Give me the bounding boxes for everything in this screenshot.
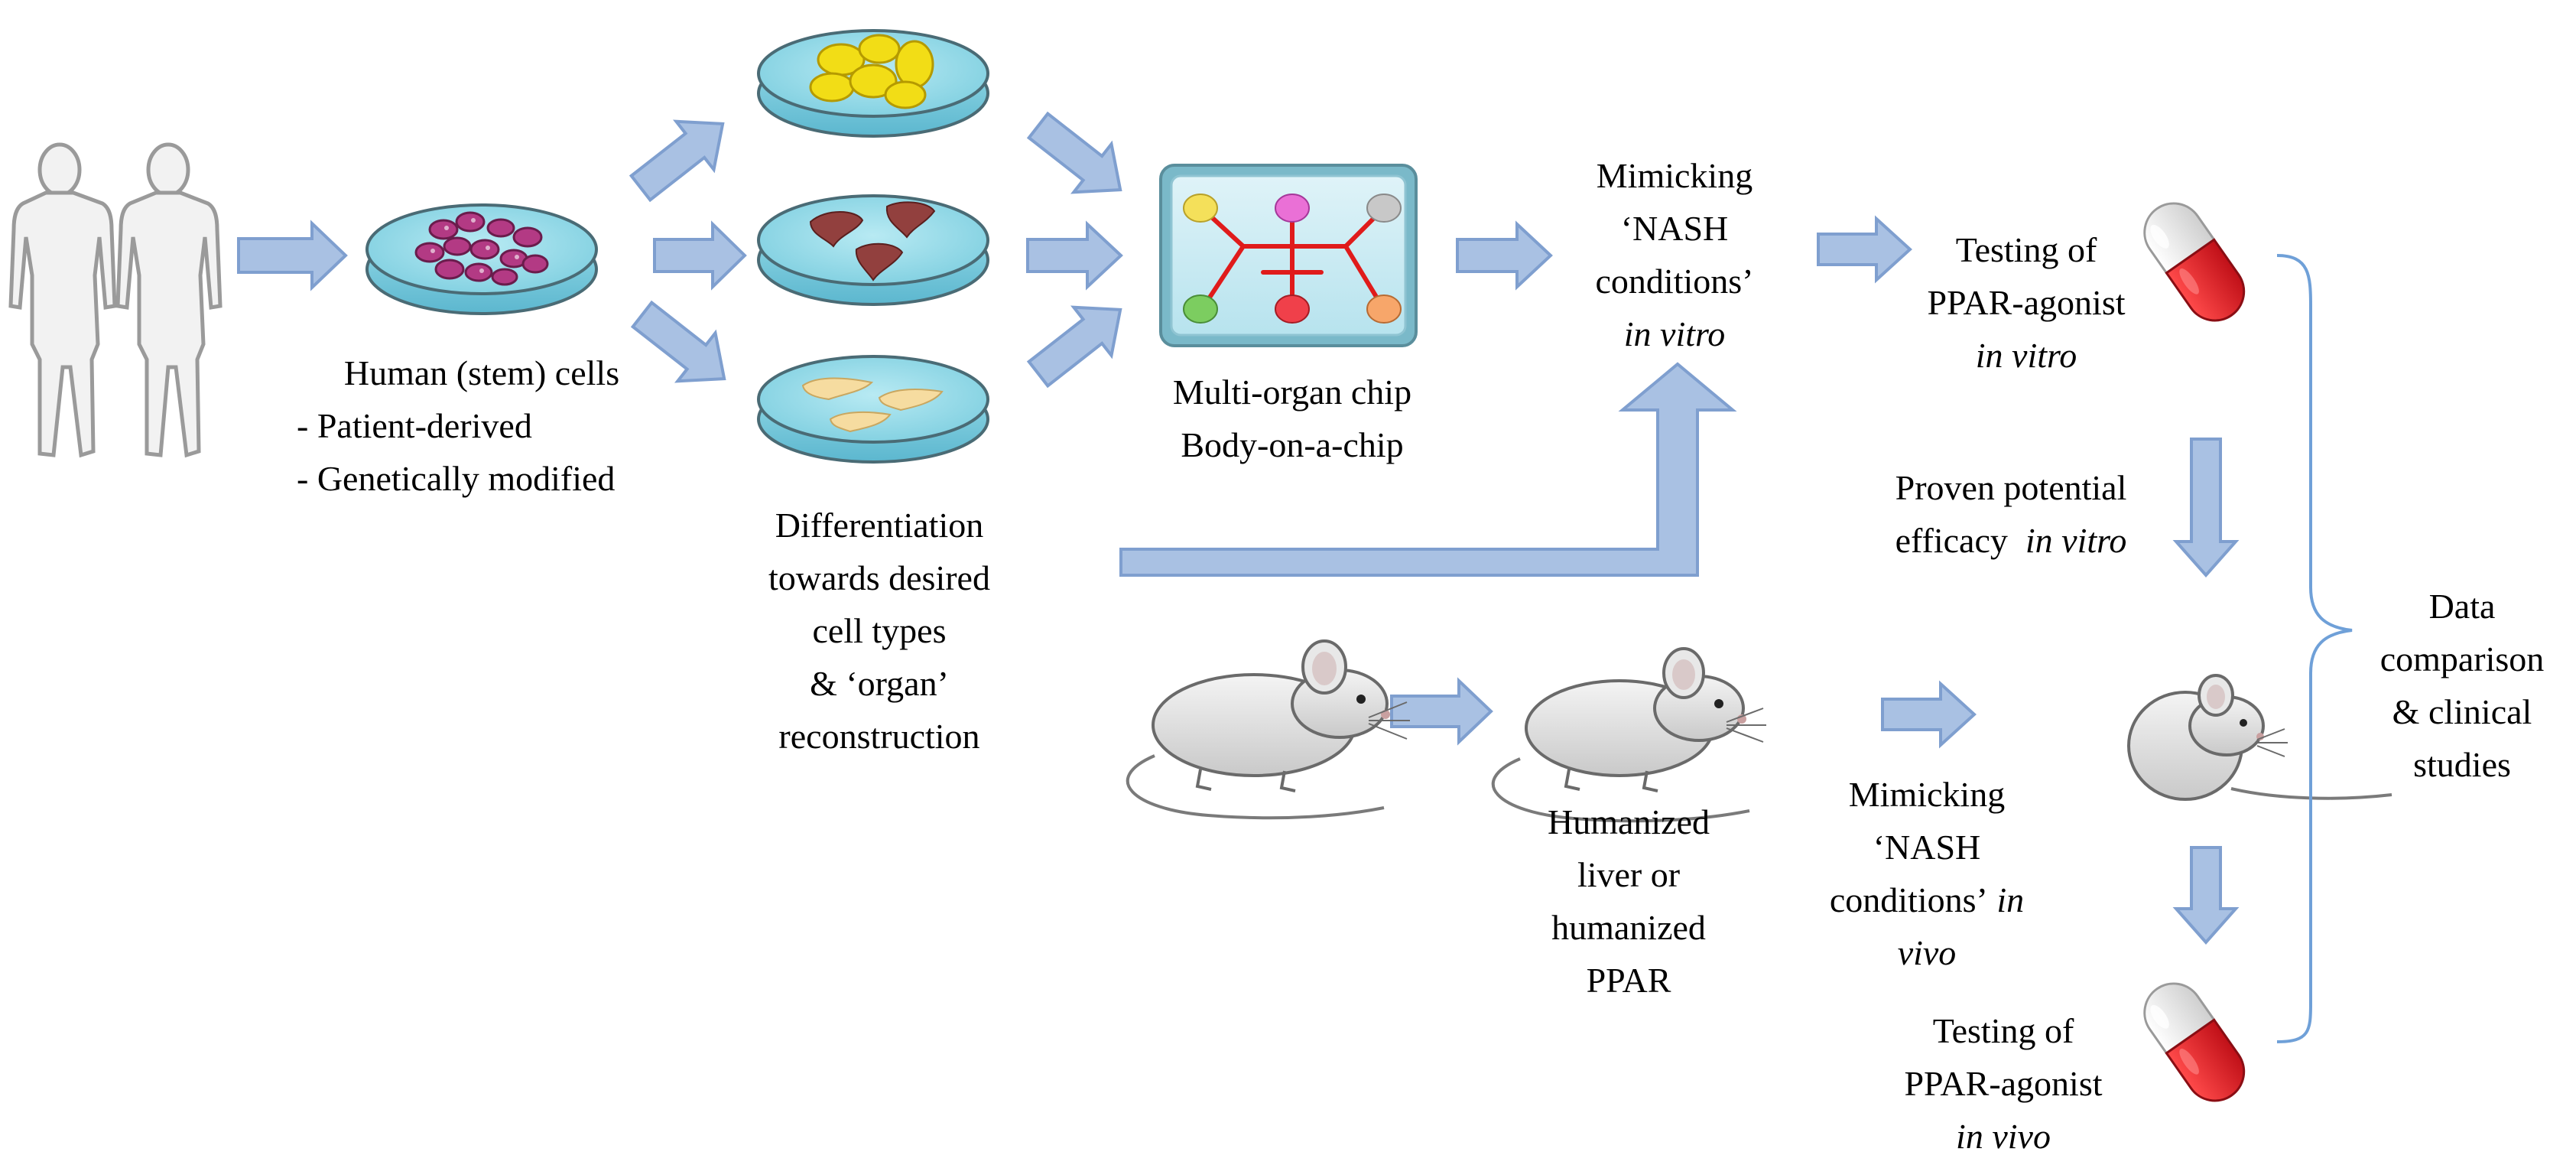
flow-arrow-liver-to-chip xyxy=(1026,220,1123,291)
testing-vivo-line-2: PPAR-agonist xyxy=(1904,1064,2103,1103)
nash-vitro-line-2: ‘NASH xyxy=(1620,209,1729,248)
grouping-brace xyxy=(2276,254,2353,1043)
nash-vivo-line-3b: in xyxy=(1996,880,2025,919)
nash-mouse-icon xyxy=(2127,674,2392,801)
wildtype-mouse-icon xyxy=(1126,639,1410,820)
differentiation-line-1: Differentiation xyxy=(775,506,984,545)
humanized-line-1: Humanized xyxy=(1547,802,1710,841)
flow-arrow-cells-to-liver xyxy=(653,220,747,291)
differentiation-label: Differentiation towards desired cell typ… xyxy=(726,499,1032,763)
differentiation-line-2: towards desired xyxy=(768,558,990,597)
differentiation-line-4: & ‘organ’ xyxy=(810,664,949,703)
flow-arrow-humans-to-cells xyxy=(237,220,348,291)
flow-arrow-mouse-to-humanized xyxy=(1390,677,1493,746)
nash-in-vivo-label: Mimicking ‘NASH conditions’ in vivo xyxy=(1804,768,2049,979)
flow-arrow-cells-to-fat xyxy=(629,119,725,203)
humanized-mouse-icon xyxy=(1492,647,1766,823)
nash-vivo-line-1: Mimicking xyxy=(1848,775,2006,814)
proven-line-2a: efficacy xyxy=(1895,521,2008,560)
flow-arrow-nash-to-testing xyxy=(1817,215,1912,284)
humanized-line-2: liver or xyxy=(1577,855,1681,894)
testing-in-vitro-label: Testing of PPAR-agonist in vitro xyxy=(1896,223,2156,382)
flow-arrow-chip-to-nash xyxy=(1456,220,1553,291)
flow-arrow-humanized-to-nash-vivo xyxy=(1881,680,1977,749)
nash-vitro-line-4: in vitro xyxy=(1623,314,1726,353)
nash-in-vitro-label: Mimicking ‘NASH conditions’ in vitro xyxy=(1552,149,1797,360)
drug-capsule-in-vitro-icon xyxy=(2143,202,2246,322)
flow-arrow-pancreas-to-chip xyxy=(1026,305,1122,389)
humanized-label: Humanized liver or humanized PPAR xyxy=(1506,795,1751,1007)
stem-cell-dish-icon xyxy=(365,203,598,315)
flow-arrow-testing-down xyxy=(2172,438,2240,578)
nash-vivo-line-2: ‘NASH xyxy=(1873,828,1981,867)
data-comparison-line-4: studies xyxy=(2413,745,2511,784)
nash-vitro-line-1: Mimicking xyxy=(1596,156,1753,195)
flow-arrow-vivo-mouse-down xyxy=(2172,846,2240,945)
multi-organ-chip-icon xyxy=(1159,164,1418,347)
human-cells-title: Human (stem) cells xyxy=(343,353,620,392)
data-comparison-line-1: Data xyxy=(2428,587,2496,626)
human-cells-item-patient: - Patient-derived xyxy=(297,406,532,445)
testing-vitro-line-2: PPAR-agonist xyxy=(1927,283,2126,322)
testing-vivo-line-3: in vivo xyxy=(1956,1117,2051,1156)
flow-arrow-cells-to-pancreas xyxy=(630,300,726,383)
humanized-line-3: humanized xyxy=(1551,908,1706,947)
testing-vitro-line-1: Testing of xyxy=(1955,230,2097,269)
human-cells-item-genetic: - Genetically modified xyxy=(297,459,616,498)
chip-line-1: Multi-organ chip xyxy=(1172,373,1412,412)
proven-efficacy-label: Proven potential efficacy in vitro xyxy=(1850,461,2172,567)
adipocyte-dish-icon xyxy=(757,29,989,138)
data-comparison-line-2: comparison xyxy=(2379,639,2545,678)
human-cells-label: Human (stem) cells - Patient-derived - G… xyxy=(283,346,681,505)
flow-arrow-differentiation-to-nash xyxy=(1119,362,1737,577)
data-comparison-label: Data comparison & clinical studies xyxy=(2355,580,2569,791)
nash-vivo-line-4: vivo xyxy=(1897,933,1957,972)
testing-vitro-line-3: in vitro xyxy=(1975,336,2077,375)
proven-line-2b: in vitro xyxy=(2025,521,2127,560)
chip-line-2: Body-on-a-chip xyxy=(1181,425,1404,464)
pancreas-dish-icon xyxy=(757,355,989,464)
data-comparison-line-3: & clinical xyxy=(2392,692,2532,731)
drug-capsule-in-vivo-icon xyxy=(2143,982,2246,1102)
nash-vivo-line-3a: conditions’ xyxy=(1829,880,1988,919)
hepatocyte-dish-icon xyxy=(757,194,989,306)
nash-vitro-line-3: conditions’ xyxy=(1595,262,1754,301)
proven-line-1: Proven potential xyxy=(1895,468,2127,507)
human-silhouettes-icon xyxy=(8,142,223,458)
chip-label: Multi-organ chip Body-on-a-chip xyxy=(1124,366,1460,471)
testing-in-vivo-label: Testing of PPAR-agonist in vivo xyxy=(1873,1004,2133,1163)
differentiation-line-5: reconstruction xyxy=(778,717,980,756)
humanized-line-4: PPAR xyxy=(1586,961,1671,1000)
flow-arrow-fat-to-chip xyxy=(1026,111,1122,194)
testing-vivo-line-1: Testing of xyxy=(1932,1011,2074,1050)
differentiation-line-3: cell types xyxy=(812,611,947,650)
